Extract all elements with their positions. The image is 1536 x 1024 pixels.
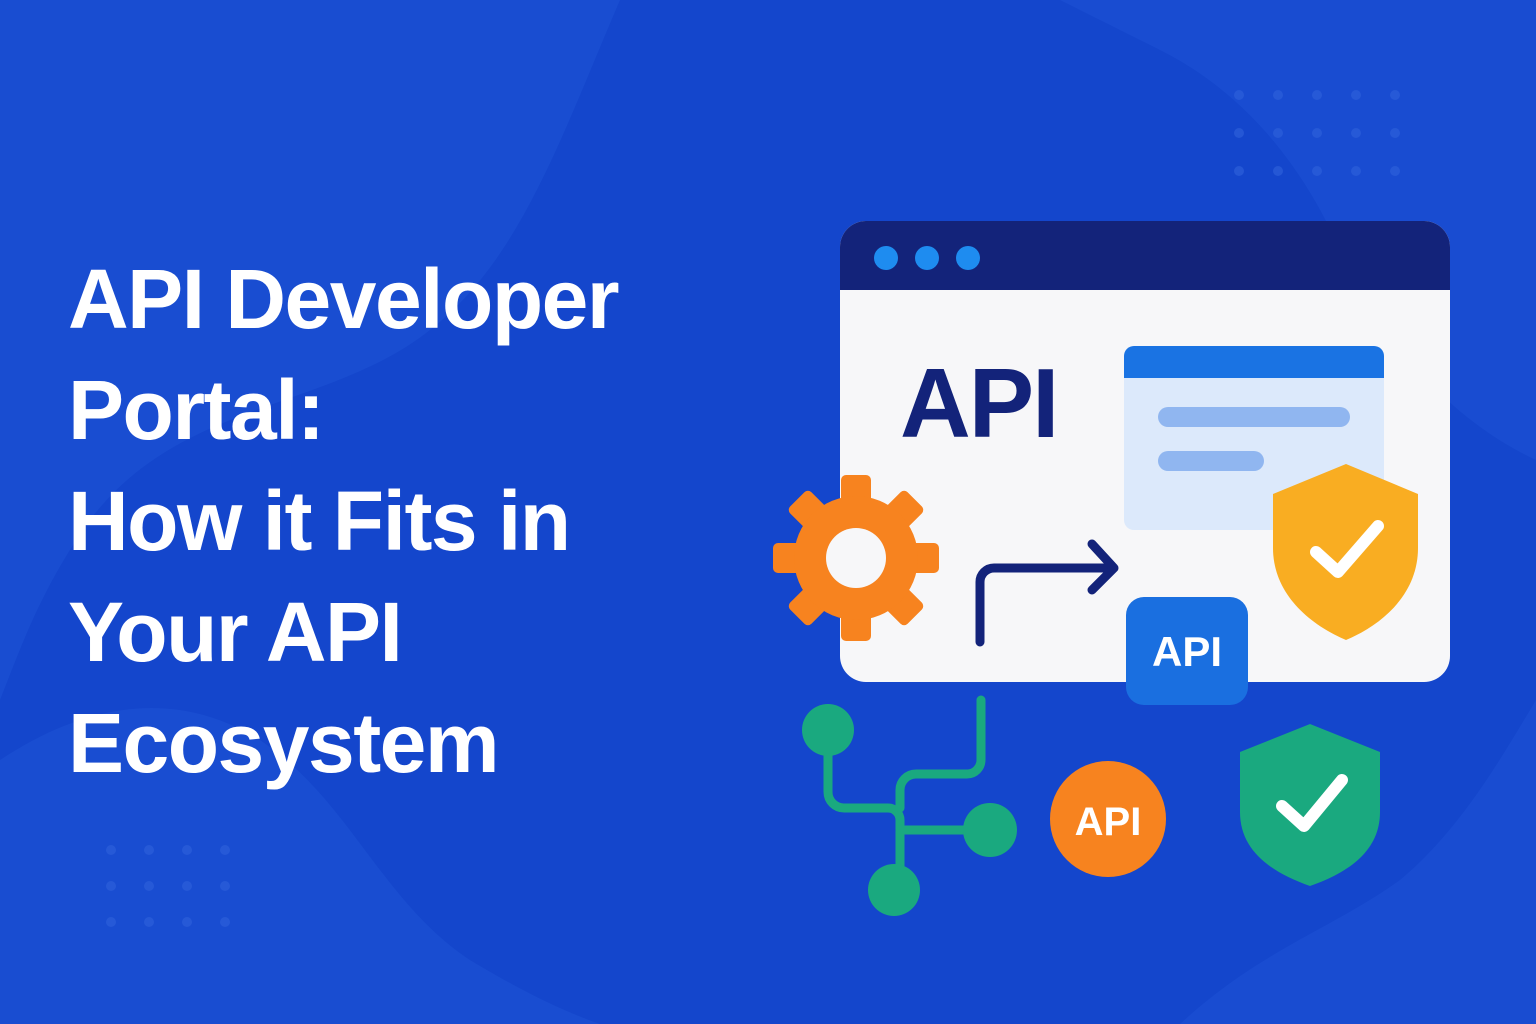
network-icon [802,695,1017,916]
card-text-line-2 [1158,451,1264,471]
api-round-badge: API [1050,761,1166,877]
arrow-icon [975,539,1119,647]
window-dot-2 [915,246,939,270]
window-dot-3 [956,246,980,270]
title-line-4: Your API [68,585,403,679]
title-line-2: Portal: [68,363,325,457]
shield-check-icon [1273,464,1418,640]
title-line-5: Ecosystem [68,696,500,790]
decorative-dots-bottom [106,845,230,927]
browser-api-label: API [900,348,1057,458]
title-line-3: How it Fits in [68,474,571,568]
shield-check-green-icon [1240,724,1380,886]
api-square-badge-label: API [1152,628,1222,675]
api-round-badge-label: API [1075,800,1142,844]
page-title: API Developer Portal: How it Fits in You… [68,244,788,799]
decorative-dots-top [1234,90,1400,176]
card-text-line-1 [1158,407,1350,427]
window-dot-1 [874,246,898,270]
title-line-1: API Developer [68,252,620,346]
api-square-badge: API [1126,597,1248,705]
gear-icon [773,475,939,641]
